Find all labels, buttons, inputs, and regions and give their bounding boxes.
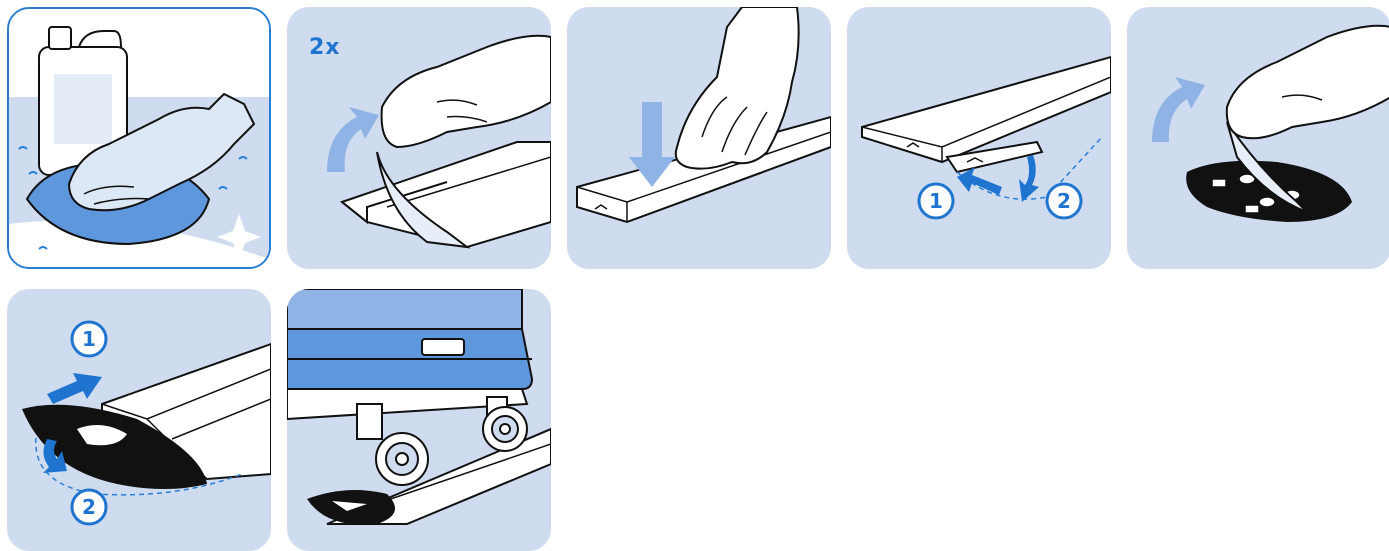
hand <box>1227 26 1389 139</box>
peel-backing-icon <box>287 7 551 269</box>
crate <box>287 289 532 389</box>
wheel-rear <box>483 407 527 451</box>
svg-text:1: 1 <box>929 189 943 213</box>
arrow-down <box>1019 155 1039 202</box>
svg-text:2: 2 <box>82 495 96 519</box>
hand <box>382 36 551 147</box>
step-6-panel: 1 2 <box>7 289 271 551</box>
step-7-panel <box>287 289 551 551</box>
attach-end-cap-icon: 1 2 <box>7 289 271 551</box>
step-3-panel <box>567 7 831 269</box>
svg-text:1: 1 <box>82 327 96 351</box>
curved-arrow <box>327 107 379 172</box>
step-1-panel <box>7 7 271 269</box>
svg-text:2: 2 <box>1057 189 1071 213</box>
step-5-panel <box>1127 7 1389 269</box>
marker-2: 2 <box>1047 184 1081 218</box>
peel-end-cap-icon <box>1127 7 1389 269</box>
arrow-right <box>47 373 102 404</box>
clean-surface-icon <box>9 9 269 267</box>
marker-2: 2 <box>72 490 106 524</box>
marker-1: 1 <box>919 184 953 218</box>
marker-1: 1 <box>72 322 106 356</box>
join-end-cap-icon: 1 2 <box>847 7 1111 269</box>
wheel-front <box>376 433 428 485</box>
step-2-panel: 2x <box>287 7 551 269</box>
step-4-panel: 1 2 <box>847 7 1111 269</box>
trolley-rolling-icon <box>287 289 551 551</box>
press-strip-icon <box>567 7 831 269</box>
curved-arrow <box>1152 77 1205 142</box>
